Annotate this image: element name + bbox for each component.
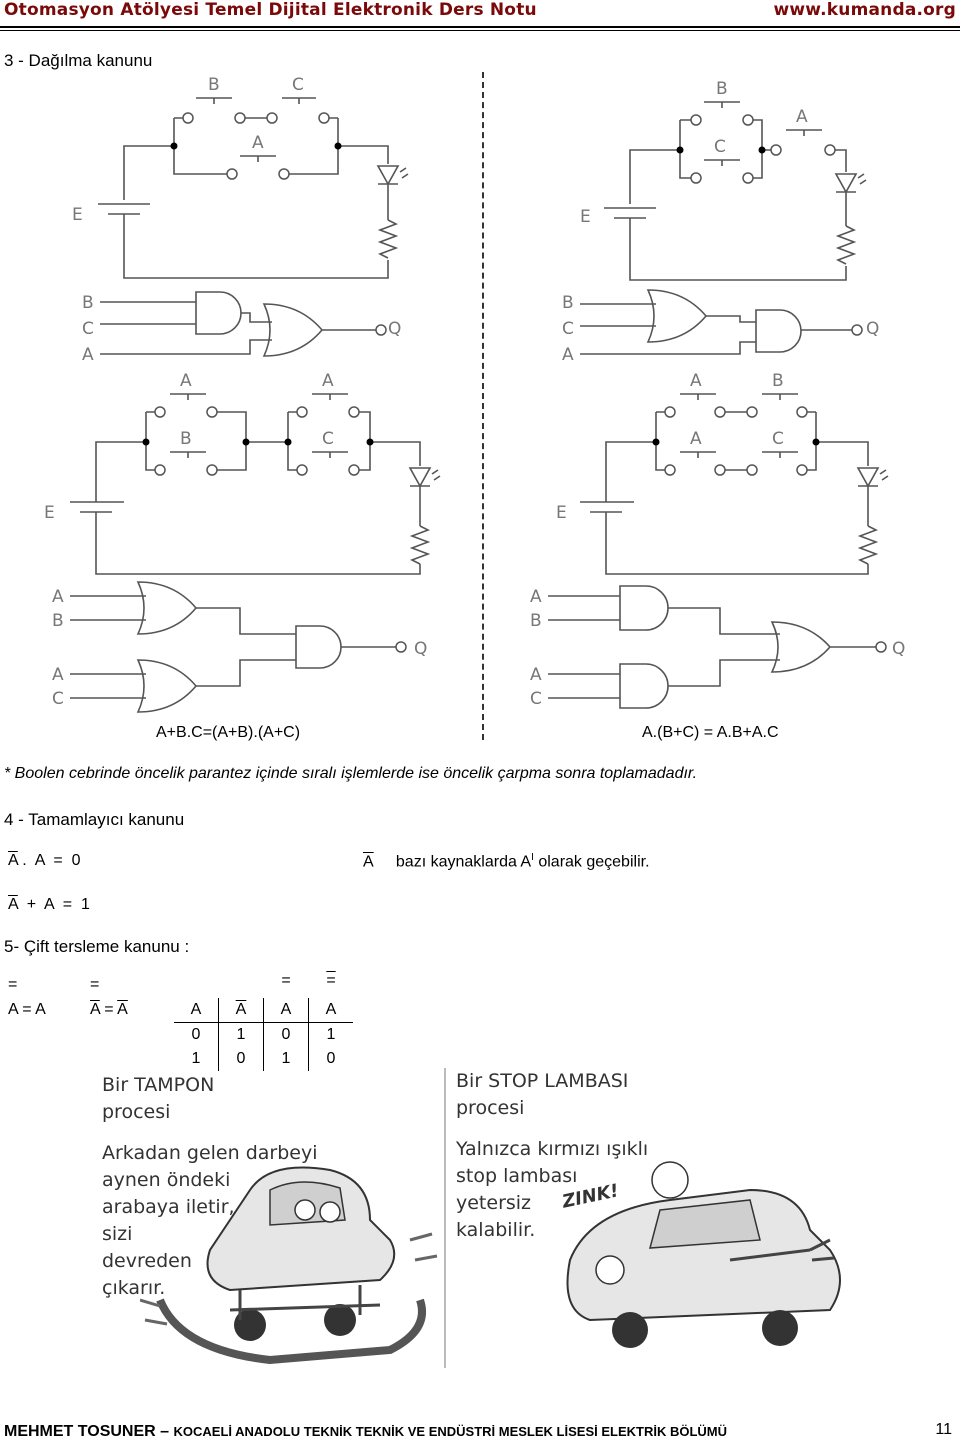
svg-text:A: A (530, 587, 542, 607)
double-bar-1: = (8, 976, 18, 993)
svg-text:E: E (44, 503, 55, 523)
label-e: E (72, 205, 83, 225)
svg-text:B: B (562, 293, 574, 313)
svg-text:B: B (530, 611, 542, 631)
svg-text:C: C (772, 429, 784, 449)
footer-author: MEHMET TOSUNER (4, 1423, 156, 1440)
table-cell: 0 (191, 1026, 201, 1043)
circuit-top-right: B A C E (580, 79, 867, 281)
table-header-cell: A (218, 998, 264, 1023)
header-site[interactable]: www.kumanda.org (773, 0, 956, 20)
complement-eq2: A + A = 1 (8, 896, 90, 913)
svg-text:Q: Q (388, 319, 401, 339)
complement-eq1: A . A = 0 (8, 852, 81, 869)
svg-text:Q: Q (892, 639, 905, 659)
table-cell: 1 (263, 1047, 309, 1071)
priority-note: * Boolen cebrinde öncelik parantez içind… (4, 765, 698, 782)
svg-text:Q: Q (414, 639, 427, 659)
table-cell: 0 (308, 1047, 353, 1071)
svg-text:A: A (322, 371, 334, 391)
section3-title: 3 - Dağılma kanunu (4, 51, 153, 70)
page-number: 11 (935, 1421, 952, 1438)
center-divider (482, 72, 484, 740)
svg-text:A: A (562, 345, 574, 365)
stop-lamp-cartoon-text: Bir STOP LAMBASI procesi Yalnızca kırmız… (456, 1070, 649, 1241)
svg-text:B: B (180, 429, 192, 449)
svg-text:C: C (52, 689, 64, 709)
double-negation-eq2: A = A (90, 1001, 128, 1018)
section5-title: 5- Çift tersleme kanunu : (4, 937, 190, 956)
table-cell: 0 (218, 1047, 264, 1071)
gates-bottom-left: A B A C Q (52, 581, 427, 713)
double-negation-eq1: A = A (8, 1001, 46, 1018)
svg-text:A: A (796, 107, 808, 127)
label-c: C (292, 75, 304, 95)
svg-text:B: B (52, 611, 64, 631)
label-b: B (208, 75, 220, 95)
table-row: 0 1 0 1 (174, 1022, 353, 1047)
gates-top-right: B C A Q (562, 289, 879, 365)
svg-text:B: B (772, 371, 784, 391)
svg-text:B: B (82, 293, 94, 313)
gates-top-left: B C A Q (82, 291, 401, 365)
circuit-mid-right: A B A C E (556, 371, 889, 575)
svg-text:A: A (530, 665, 542, 685)
complement-note: A bazı kaynaklarda AI olarak geçebilir. (363, 852, 650, 871)
table-header-cell: =A (263, 972, 309, 1023)
svg-text:C: C (530, 689, 542, 709)
svg-text:C: C (714, 137, 726, 157)
table-cell: 1 (191, 1050, 201, 1067)
svg-text:B: B (716, 79, 728, 99)
svg-text:A: A (82, 345, 94, 365)
header-rule (0, 26, 960, 31)
svg-text:C: C (82, 319, 94, 339)
table-cell: 1 (218, 1022, 264, 1047)
label-a: A (252, 133, 264, 153)
circuit-top-left: B C A E (72, 75, 409, 279)
svg-text:A: A (52, 587, 64, 607)
svg-text:E: E (556, 503, 567, 523)
right-formula: A.(B+C) = A.B+A.C (642, 724, 779, 741)
tampon-cartoon-text: Bir TAMPON procesi Arkadan gelen darbeyi… (102, 1074, 318, 1299)
svg-text:C: C (562, 319, 574, 339)
svg-text:A: A (180, 371, 192, 391)
table-cell: 1 (308, 1022, 353, 1047)
svg-text:A: A (52, 665, 64, 685)
header-title: Otomasyon Atölyesi Temel Dijital Elektro… (4, 0, 537, 20)
double-bar-2: = (90, 976, 100, 993)
footer-school: KOCAELİ ANADOLU TEKNİK TEKNİK VE ENDÜSTR… (173, 1424, 727, 1439)
gates-bottom-right: A B A C Q (530, 585, 905, 709)
svg-text:A: A (690, 371, 702, 391)
circuit-diagrams: B C A E B A C E (44, 75, 905, 713)
footer: MEHMET TOSUNER – KOCAELİ ANADOLU TEKNİK … (4, 1423, 727, 1440)
stop-lamp-cartoon-illustration (566, 1161, 841, 1348)
svg-text:Q: Q (866, 319, 879, 339)
tampon-cartoon-illustration (140, 1166, 438, 1365)
cartoon-divider (444, 1068, 446, 1368)
svg-text:E: E (580, 207, 591, 227)
truth-table-header: A A =A =A (174, 972, 353, 1023)
circuit-mid-left: A A B C E (44, 371, 441, 575)
svg-text:A: A (690, 429, 702, 449)
section4-title: 4 - Tamamlayıcı kanunu (4, 810, 185, 829)
table-row: 1 0 1 0 (174, 1047, 353, 1071)
svg-text:C: C (322, 429, 334, 449)
table-header-cell: =A (308, 972, 353, 1023)
table-cell: 0 (263, 1022, 309, 1047)
table-header-cell: A (174, 998, 219, 1023)
left-formula: A+B.C=(A+B).(A+C) (156, 724, 301, 741)
truth-table: A A =A =A 0 1 0 1 1 0 1 0 (174, 972, 353, 1071)
